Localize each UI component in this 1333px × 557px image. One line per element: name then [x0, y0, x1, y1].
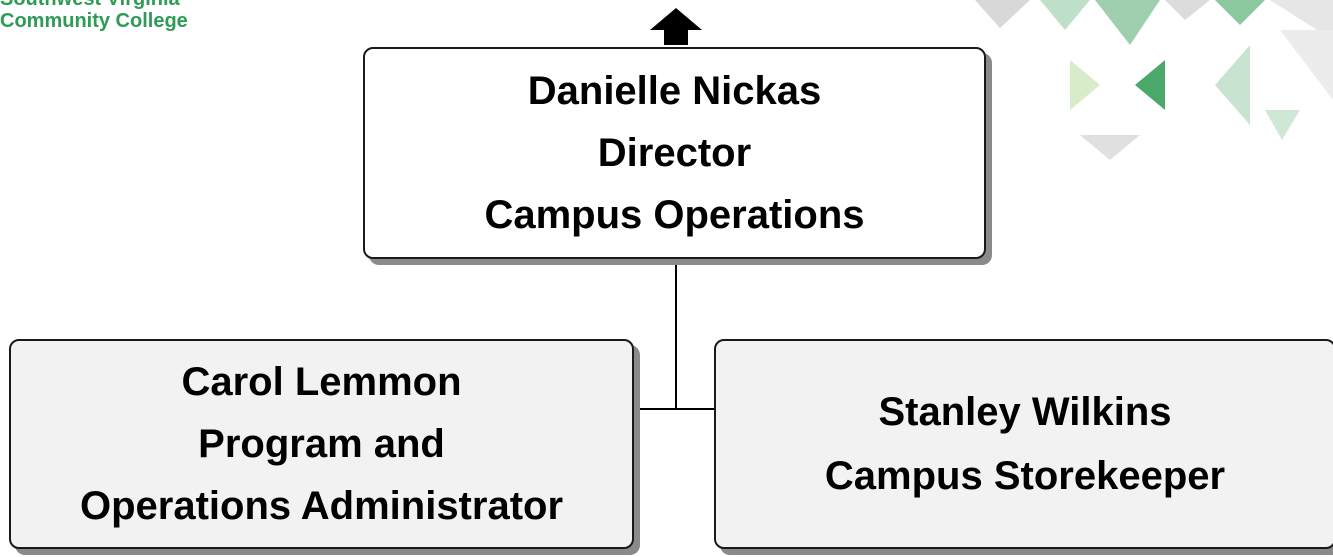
college-logo: Southwest Virginia Community College: [0, 0, 200, 32]
administrator-title-line-2: Operations Administrator: [79, 484, 564, 528]
director-title-line-1: Director: [597, 131, 752, 175]
director-title-line-2: Campus Operations: [484, 193, 865, 237]
storekeeper-title: Campus Storekeeper: [824, 454, 1226, 498]
decorative-triangle-pattern: [975, 0, 1333, 160]
logo-line-1: Southwest Virginia: [0, 0, 200, 10]
director-name: Danielle Nickas: [527, 69, 822, 113]
logo-line-2: Community College: [0, 10, 188, 32]
org-box-director: Danielle Nickas Director Campus Operatio…: [363, 47, 986, 259]
administrator-name: Carol Lemmon: [181, 360, 462, 404]
up-arrow-icon: [650, 8, 702, 45]
org-box-program-administrator: Carol Lemmon Program and Operations Admi…: [9, 339, 634, 549]
org-box-storekeeper: Stanley Wilkins Campus Storekeeper: [714, 339, 1333, 549]
storekeeper-name: Stanley Wilkins: [878, 390, 1172, 434]
administrator-title-line-1: Program and: [198, 422, 445, 466]
